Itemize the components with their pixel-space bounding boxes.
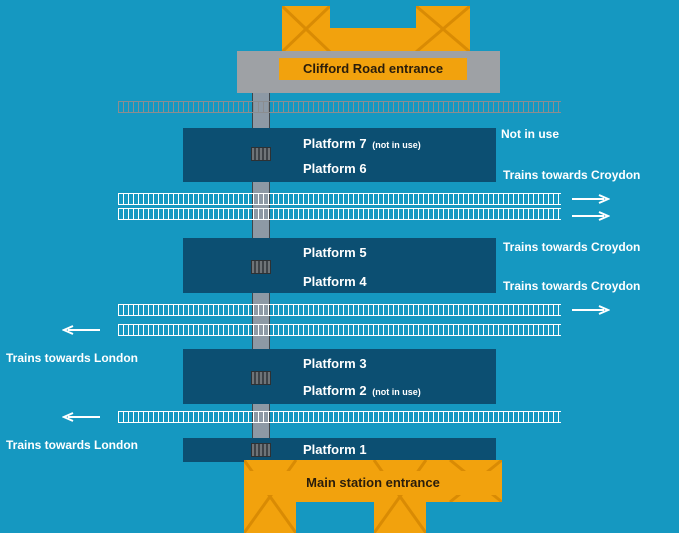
arrow-right-icon: [571, 210, 610, 222]
track-platform-6: [118, 193, 561, 205]
arrow-left-icon: [62, 411, 101, 423]
platform-5-label: Platform 5: [303, 245, 367, 261]
arrow-right-icon: [572, 305, 610, 315]
clifford-road-entrance-label: Clifford Road entrance: [279, 58, 467, 80]
stairs-icon: [251, 147, 271, 161]
main-station-entrance-label: Main station entrance: [244, 471, 502, 495]
arrow-right-icon: [571, 193, 610, 205]
towards-croydon-label-3: Trains towards Croydon: [503, 279, 641, 293]
arrow-left-icon: [62, 412, 100, 422]
towards-london-label-1: Trains towards London: [6, 351, 139, 365]
track-platform-1: [118, 411, 561, 423]
arrow-left-icon: [62, 325, 100, 335]
clifford-road-entrance-building: [282, 6, 470, 52]
platform-5-name: Platform 5: [303, 245, 367, 260]
not-in-use-label: Not in use: [501, 127, 560, 141]
platform-3-2: Platform 3 Platform 2 (not in use): [183, 349, 496, 404]
platform-3-name: Platform 3: [303, 356, 367, 371]
platform-7-name: Platform 7: [303, 136, 367, 151]
platform-3-label: Platform 3: [303, 356, 367, 372]
stairs-icon: [251, 443, 271, 457]
platform-4-label: Platform 4: [303, 274, 367, 290]
platform-7-note: (not in use): [372, 140, 421, 150]
platform-7-label: Platform 7 (not in use): [303, 136, 421, 153]
arrow-right-icon: [572, 194, 610, 204]
platform-6-name: Platform 6: [303, 161, 367, 176]
towards-london-label-2: Trains towards London: [6, 438, 139, 452]
platform-6-label: Platform 6: [303, 161, 367, 177]
towards-croydon-label-1: Trains towards Croydon: [503, 168, 641, 182]
stairs-icon: [251, 371, 271, 385]
arrow-left-icon: [62, 324, 101, 336]
entrance-building-icon: [282, 6, 470, 52]
platform-1-name: Platform 1: [303, 442, 367, 457]
track-platform-5: [118, 208, 561, 220]
platform-4-name: Platform 4: [303, 274, 367, 289]
arrow-right-icon: [572, 211, 610, 221]
platform-5-4: Platform 5 Platform 4: [183, 238, 496, 293]
platform-1-label: Platform 1: [303, 442, 367, 458]
platform-7-6: Platform 7 (not in use) Platform 6: [183, 128, 496, 182]
track-disused: [118, 101, 561, 113]
track-platform-4: [118, 304, 561, 316]
arrow-right-icon: [571, 304, 610, 316]
track-platform-3: [118, 324, 561, 336]
platform-2-name: Platform 2: [303, 383, 367, 398]
towards-croydon-label-2: Trains towards Croydon: [503, 240, 641, 254]
platform-2-note: (not in use): [372, 387, 421, 397]
platform-2-label: Platform 2 (not in use): [303, 383, 421, 400]
stairs-icon: [251, 260, 271, 274]
platform-1: Platform 1: [183, 438, 496, 462]
